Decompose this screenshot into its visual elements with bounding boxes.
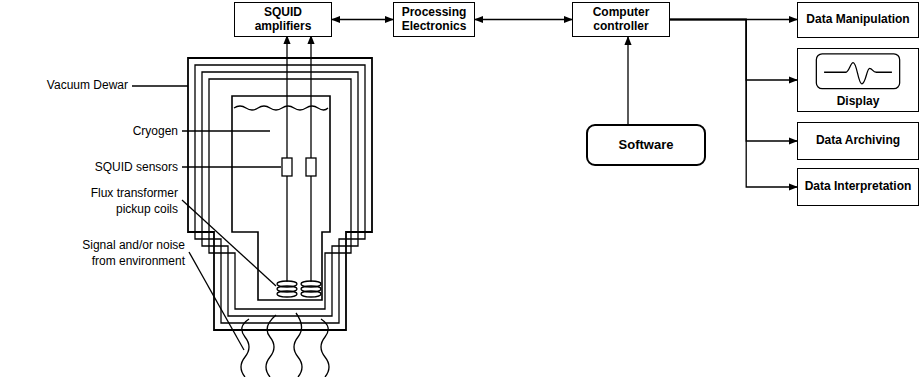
part-label: Flux transformer pickup coils — [60, 186, 178, 217]
controller-box: Computer controller — [572, 2, 670, 37]
output-box: Data Interpretation — [797, 168, 919, 206]
connector-arrow — [670, 20, 797, 81]
node-text: Display — [837, 95, 880, 108]
part-label: SQUID sensors — [60, 160, 178, 176]
node-text: Computer controller — [577, 6, 665, 33]
amplifier-box: SQUID amplifiers — [234, 2, 332, 37]
part-label: Cryogen — [60, 124, 178, 140]
output-box: Data Archiving — [797, 122, 919, 160]
display-box: Display — [797, 48, 919, 112]
node-text: Processing Electronics — [398, 6, 470, 33]
connector-arrow — [627, 37, 628, 124]
connector-arrow — [670, 20, 797, 142]
connector-arrow — [332, 19, 393, 20]
node-text: SQUID amplifiers — [239, 6, 327, 33]
node-text: Data Interpretation — [805, 180, 912, 193]
node-text: Data Archiving — [816, 134, 900, 147]
node-text: Software — [619, 138, 674, 153]
output-box: Data Manipulation — [797, 2, 919, 38]
node-text: Data Manipulation — [806, 13, 909, 26]
connector-arrow — [475, 19, 572, 20]
processing-box: Processing Electronics — [393, 2, 475, 37]
part-label: Vacuum Dewar — [10, 78, 128, 94]
part-label: Signal and/or noise from environment — [60, 238, 185, 269]
software-box: Software — [586, 124, 706, 166]
